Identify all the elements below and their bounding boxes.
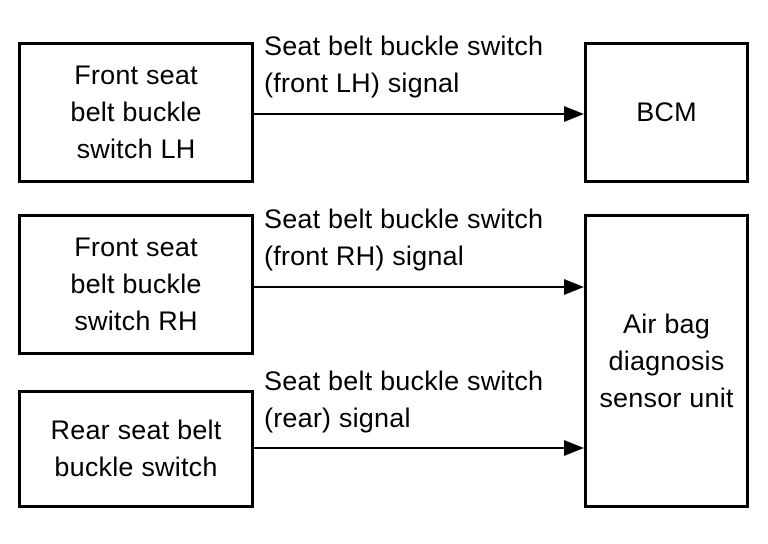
box-front-seat-belt-buckle-switch-rh: Front seat belt buckle switch RH xyxy=(18,214,254,355)
box-rear-seat-belt-buckle-switch: Rear seat belt buckle switch xyxy=(18,390,254,508)
box-rear-label: Rear seat belt buckle switch xyxy=(50,415,222,482)
box-front-rh-label: Front seat belt buckle switch RH xyxy=(70,232,202,336)
box-airbag-diagnosis-sensor-unit: Air bag diagnosis sensor unit xyxy=(584,214,749,508)
arrowhead-rear-to-airbag-icon xyxy=(564,440,584,456)
signal-label-front-rh: Seat belt buckle switch (front RH) signa… xyxy=(264,204,544,271)
box-front-lh-label: Front seat belt buckle switch LH xyxy=(70,60,202,164)
arrow-front-rh-to-airbag xyxy=(254,286,566,288)
box-bcm: BCM xyxy=(584,42,749,183)
arrow-front-lh-to-bcm xyxy=(254,113,566,115)
arrowhead-front-lh-to-bcm-icon xyxy=(564,106,584,122)
box-airbag-label: Air bag diagnosis sensor unit xyxy=(599,308,734,413)
box-front-seat-belt-buckle-switch-lh: Front seat belt buckle switch LH xyxy=(18,42,254,183)
arrowhead-front-rh-to-airbag-icon xyxy=(564,279,584,295)
arrow-rear-to-airbag xyxy=(254,447,566,449)
box-bcm-label: BCM xyxy=(636,97,697,127)
signal-label-front-lh: Seat belt buckle switch (front LH) signa… xyxy=(264,31,544,98)
signal-label-rear: Seat belt buckle switch (rear) signal xyxy=(264,366,544,433)
